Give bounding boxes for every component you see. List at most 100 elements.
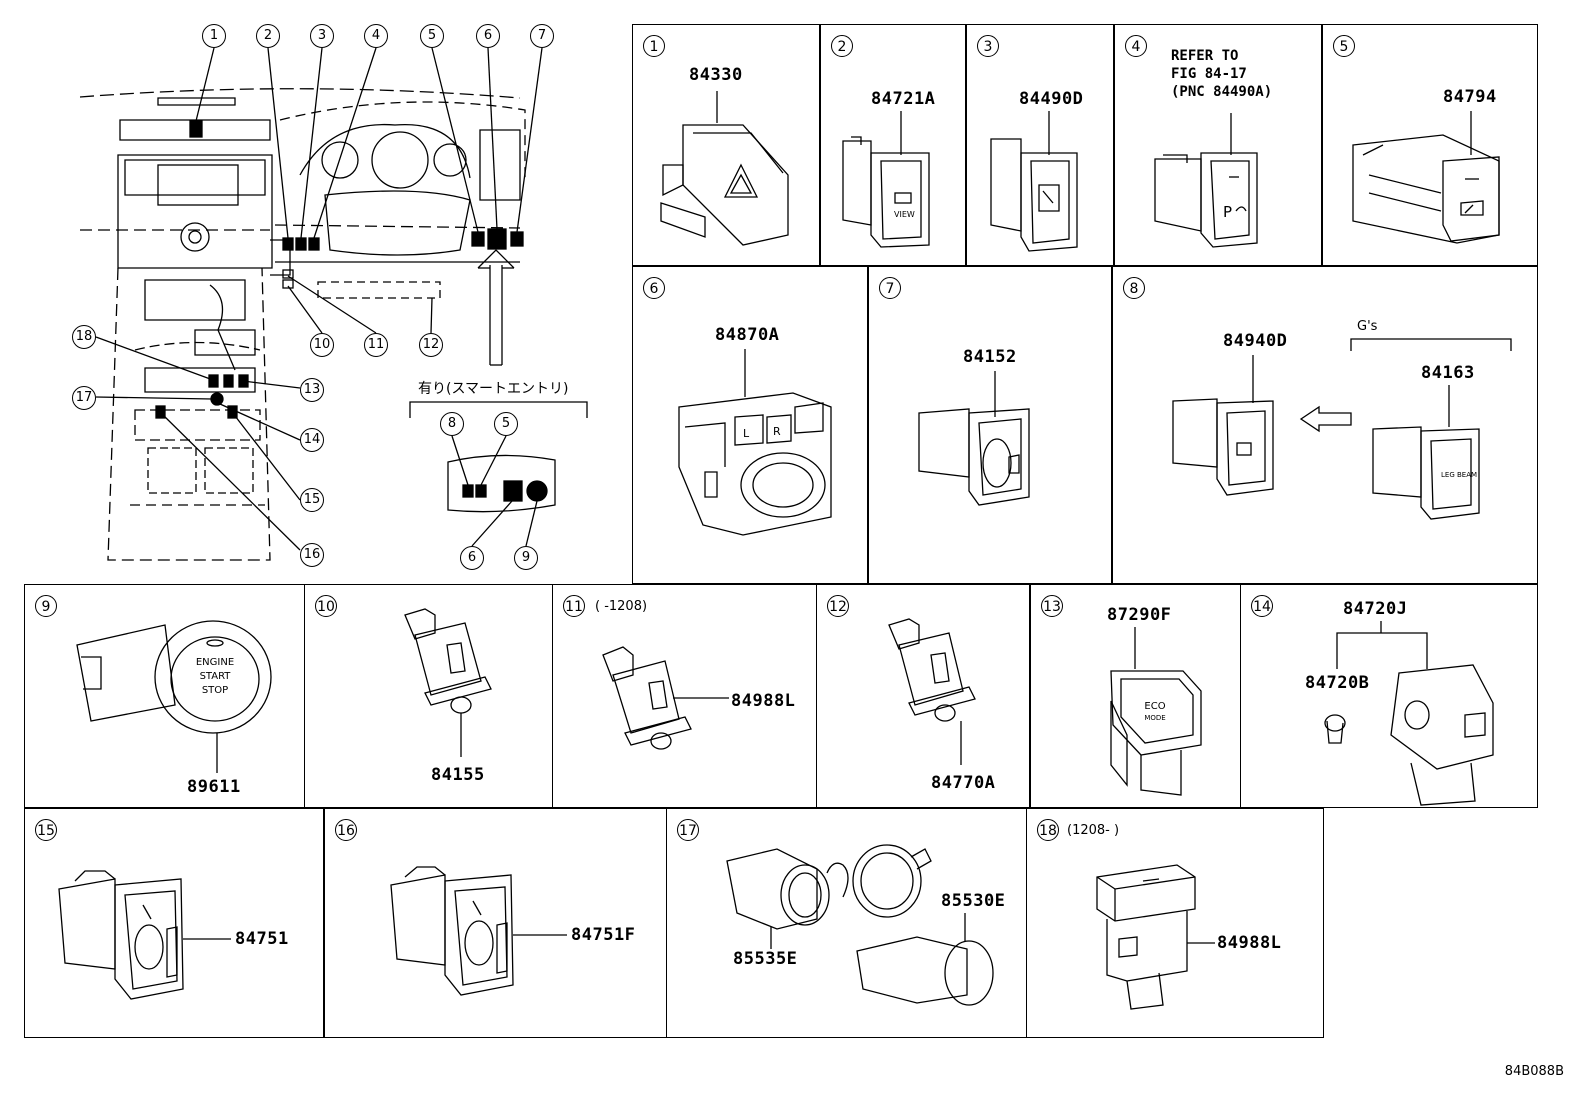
callout-18: 18 — [72, 325, 96, 349]
part-number: 84988L — [1217, 933, 1282, 953]
smart-callout-9: 9 — [514, 546, 538, 570]
callout-7: 7 — [530, 24, 554, 48]
seat-heater-switch-drawing — [390, 866, 567, 996]
mirror-control-switch-drawing: L R — [678, 349, 832, 536]
cell-number: 3 — [977, 35, 999, 57]
cell-14: 14 84720J 84720B — [1240, 584, 1538, 808]
figure-code: 84B088B — [1504, 1064, 1564, 1079]
variant-label: G's — [1357, 319, 1378, 334]
callout-12: 12 — [419, 333, 443, 357]
cell-number: 10 — [315, 595, 337, 617]
callout-16: 16 — [300, 543, 324, 567]
cell-number: 6 — [643, 277, 665, 299]
parking-sensor-switch-drawing: P — [1154, 113, 1258, 248]
part-number: 84940D — [1223, 331, 1288, 351]
part-number: 84870A — [715, 325, 780, 345]
courtesy-switch-drawing — [404, 608, 492, 757]
part-number: 84721A — [871, 89, 936, 109]
leg-beam-text: LEG BEAM — [1441, 471, 1477, 479]
cell-1: 1 84330 — [632, 24, 820, 266]
cell-number: 1 — [643, 35, 665, 57]
view-text: VIEW — [894, 210, 915, 219]
cell-number: 9 — [35, 595, 57, 617]
sport-switch-drawing — [1324, 621, 1494, 806]
part-number: 84155 — [431, 765, 485, 785]
view-switch-drawing: VIEW — [842, 111, 930, 248]
cell-number: 7 — [879, 277, 901, 299]
part-number: 84751 — [235, 929, 289, 949]
callout-6: 6 — [476, 24, 500, 48]
refer-to-note: REFER TO FIG 84-17 (PNC 84490A) — [1171, 48, 1273, 100]
callout-14: 14 — [300, 428, 324, 452]
part-number: 84720B — [1305, 673, 1370, 693]
cell-17: 17 85530E 85535E — [666, 808, 1028, 1038]
callout-4: 4 — [364, 24, 388, 48]
dashboard-overview-drawing — [79, 47, 588, 561]
switch-18-drawing — [1096, 864, 1215, 1010]
callout-10: 10 — [310, 333, 334, 357]
cell-8: 8 84940D G's 84163 LEG BEAM — [1112, 266, 1538, 584]
face-l: L — [743, 427, 750, 440]
cell-11: 11 ( -1208) 84988L — [552, 584, 818, 808]
part-number: 85535E — [733, 949, 798, 969]
smart-callout-5: 5 — [494, 412, 518, 436]
door-switch-drawing — [602, 646, 729, 750]
cell-number: 12 — [827, 595, 849, 617]
cell-10: 10 84155 — [304, 584, 554, 808]
callout-11: 11 — [364, 333, 388, 357]
cell-number: 15 — [35, 819, 57, 841]
callout-1: 1 — [202, 24, 226, 48]
part-number: 85530E — [941, 891, 1006, 911]
part-number: 84988L — [731, 691, 796, 711]
wiper-deicer-switch-drawing — [1352, 111, 1500, 244]
part-number: 84794 — [1443, 87, 1497, 107]
cell-number: 8 — [1123, 277, 1145, 299]
callout-13: 13 — [300, 378, 324, 402]
cell-number: 17 — [677, 819, 699, 841]
cell-number: 4 — [1125, 35, 1147, 57]
mirror-heater-switch-drawing — [990, 111, 1078, 252]
callout-3: 3 — [310, 24, 334, 48]
power-outlet-drawing — [726, 844, 994, 1006]
cell-number: 13 — [1041, 595, 1063, 617]
part-number: 84330 — [689, 65, 743, 85]
cell-2: 2 84721A VIEW — [820, 24, 966, 266]
date-note: (1208- ) — [1067, 823, 1120, 838]
part-number: 84152 — [963, 347, 1017, 367]
cell-number: 5 — [1333, 35, 1355, 57]
cell-7: 7 84152 — [868, 266, 1112, 584]
p-glyph: P — [1223, 203, 1232, 221]
cell-12: 12 84770A — [816, 584, 1030, 808]
face-r: R — [773, 425, 781, 438]
cell-15: 15 84751 — [24, 808, 324, 1038]
cell-3: 3 84490D — [966, 24, 1114, 266]
cell-number: 18 — [1037, 819, 1059, 841]
cell-number: 2 — [831, 35, 853, 57]
cell-number: 16 — [335, 819, 357, 841]
cell-number: 14 — [1251, 595, 1273, 617]
leg-beam-switch-drawing: LEG BEAM — [1172, 338, 1512, 520]
part-number: 84720J — [1343, 599, 1408, 619]
callout-17: 17 — [72, 386, 96, 410]
callout-15: 15 — [300, 488, 324, 512]
smart-entry-label: 有り(スマートエントリ) — [418, 381, 569, 397]
callout-2: 2 — [256, 24, 280, 48]
part-number: 87290F — [1107, 605, 1172, 625]
part-number: 84490D — [1019, 89, 1084, 109]
cell-5: 5 84794 — [1322, 24, 1538, 266]
cell-number: 11 — [563, 595, 585, 617]
smart-callout-8: 8 — [440, 412, 464, 436]
headlamp-leveling-switch-drawing — [918, 371, 1030, 506]
smart-callout-6: 6 — [460, 546, 484, 570]
part-number: 84770A — [931, 773, 996, 793]
cell-6: 6 84870A L R — [632, 266, 868, 584]
cell-18: 18 (1208- ) 84988L — [1026, 808, 1324, 1038]
seat-heater-switch-drawing — [58, 870, 231, 1000]
part-number: 89611 — [187, 777, 241, 797]
